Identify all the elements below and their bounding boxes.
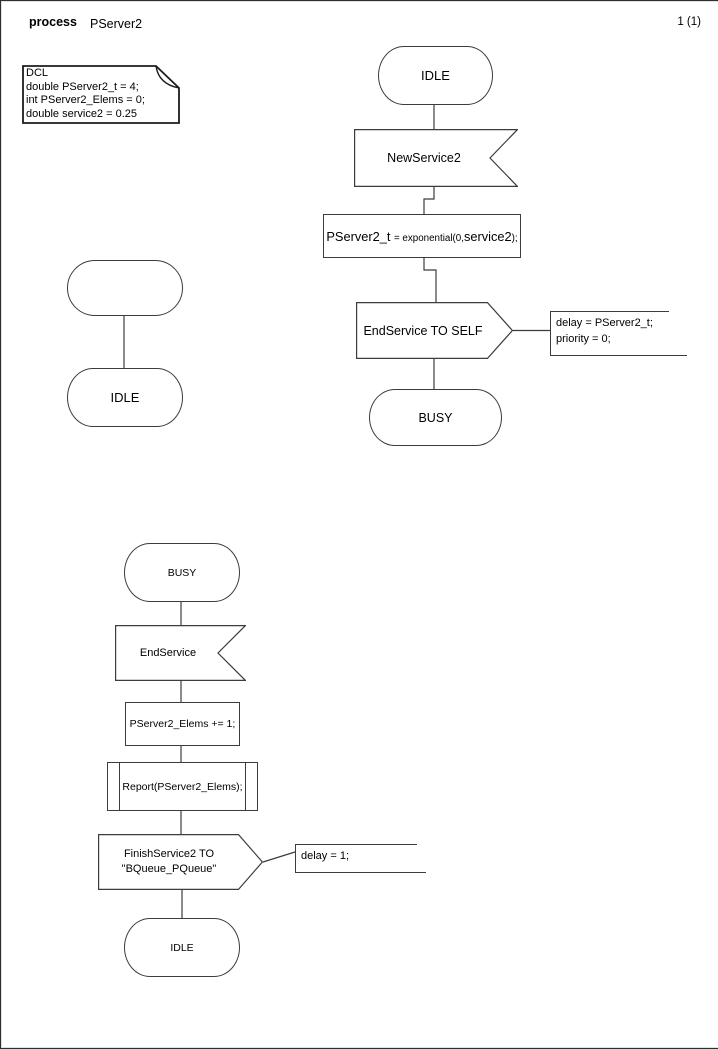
procedure-bar-right [245, 763, 246, 810]
output-symbol-outline [98, 834, 263, 890]
declaration-line: double service2 = 0.25 [26, 107, 137, 120]
state-label: IDLE [421, 68, 450, 83]
comment-delay[interactable]: delay = 1; [295, 844, 426, 873]
text-symbol-outline [22, 65, 180, 124]
output-finishservice2[interactable]: FinishService2 TO "BQueue_PQueue" [98, 834, 263, 890]
input-endservice[interactable]: EndService [115, 625, 246, 681]
output-text-line: "BQueue_PQueue" [121, 863, 217, 875]
state-busy-top-flow[interactable]: BUSY [369, 389, 502, 446]
comment-text-line: delay = PServer2_t; [556, 317, 653, 329]
comment-bottom-line [295, 872, 426, 873]
process-name: PServer2 [90, 17, 143, 31]
folded-corner-icon [155, 65, 180, 89]
procedure-bar-left [119, 763, 120, 810]
task-text-part: = exponential(0, [393, 232, 464, 244]
state-label: IDLE [110, 390, 140, 405]
declaration-line: int PServer2_Elems = 0; [26, 94, 145, 106]
declaration-line: double PServer2_t = 4; [26, 80, 139, 93]
comment-bottom-line [550, 355, 687, 356]
comment-delay-priority[interactable]: delay = PServer2_t; priority = 0; [550, 311, 687, 356]
state-idle-left[interactable]: IDLE [67, 368, 183, 427]
state-label: BUSY [418, 410, 453, 425]
task-text-part: ); [511, 232, 518, 244]
task-text-part: PServer2_t [326, 228, 394, 244]
input-symbol-outline [115, 625, 246, 681]
comment-text-line: priority = 0; [556, 333, 611, 345]
state-idle-bottom[interactable]: IDLE [124, 918, 240, 977]
task-set-pserver2-t[interactable]: PServer2_t = exponential(0,service2); [323, 214, 521, 258]
start-state-empty[interactable] [67, 260, 183, 316]
input-symbol-outline [354, 129, 518, 187]
task-label: PServer2_Elems += 1; [129, 718, 236, 730]
process-kind-label: process [29, 15, 77, 29]
output-label: FinishService2 TO "BQueue_PQueue" [98, 834, 240, 890]
state-label: IDLE [170, 941, 194, 954]
declaration-text: DCL double PServer2_t = 4; int PServer2_… [26, 67, 145, 121]
task-label: PServer2_t = exponential(0,service2); [326, 229, 517, 244]
input-newservice2[interactable]: NewService2 [354, 129, 518, 187]
output-endservice-to-self[interactable]: EndService TO SELF [356, 302, 513, 359]
declaration-text-symbol[interactable]: DCL double PServer2_t = 4; int PServer2_… [22, 65, 180, 124]
page-number: 1 (1) [677, 16, 701, 28]
task-text-part: service2 [463, 228, 512, 244]
output-symbol-outline [356, 302, 513, 359]
comment-text-line: delay = 1; [301, 850, 350, 862]
input-label: EndService [139, 647, 197, 659]
state-busy-bottom-flow[interactable]: BUSY [124, 543, 240, 602]
input-label: NewService2 [387, 151, 461, 165]
task-increment-elems[interactable]: PServer2_Elems += 1; [125, 702, 240, 746]
state-idle-top[interactable]: IDLE [378, 46, 493, 105]
declaration-line: DCL [26, 67, 49, 79]
connector-task-to-output [423, 256, 437, 302]
procedure-label: Report(PServer2_Elems); [122, 780, 243, 793]
output-text-line: FinishService2 TO [123, 848, 215, 860]
connector-newservice2-to-task [423, 186, 435, 214]
output-label: EndService TO SELF [363, 323, 483, 338]
procedure-call-report[interactable]: Report(PServer2_Elems); [107, 762, 258, 811]
state-label: BUSY [167, 566, 197, 579]
connector-output-to-comment2 [262, 851, 296, 863]
